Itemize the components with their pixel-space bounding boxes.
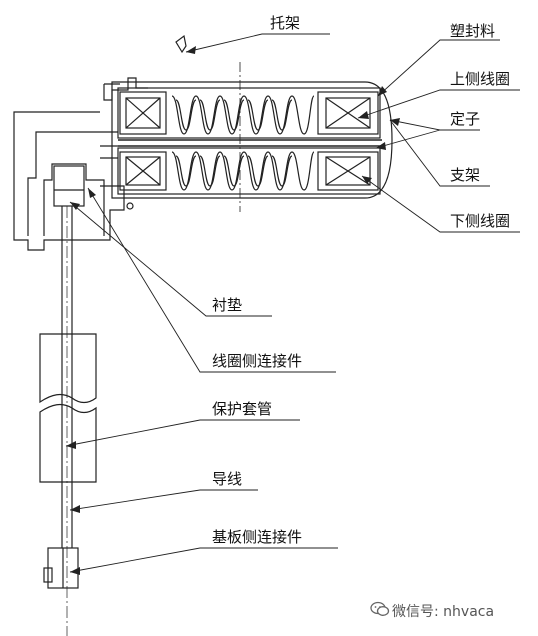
housing-outline (13, 111, 125, 251)
bracket-tab (103, 77, 148, 101)
label-protective-sleeve: 保护套管 (212, 400, 273, 418)
protective-sleeve-lower (39, 403, 97, 483)
arrow-stator-a (390, 118, 400, 126)
arrow-sleeve (66, 441, 76, 449)
label-support: 支架 (450, 166, 481, 184)
arrow-board-connector (70, 567, 80, 575)
liner-block (53, 165, 85, 207)
label-bracket: 托架 (270, 14, 301, 32)
arrow-liner (70, 202, 80, 210)
leader-stator-b (375, 129, 441, 149)
leader-sleeve (65, 419, 300, 447)
leader-lead-wire (69, 489, 258, 511)
arrow-upper-coil (358, 111, 369, 119)
right-upper-coil (317, 91, 379, 135)
label-stator: 定子 (450, 110, 481, 128)
housing-inner (27, 131, 100, 236)
leader-upper-coil (357, 89, 520, 119)
leader-liner (69, 201, 272, 317)
label-upper-coil: 上侧线圈 (450, 70, 511, 88)
leader-encapsulant (377, 39, 500, 97)
arrow-stator-b (376, 142, 386, 150)
label-encapsulant: 塑封料 (450, 22, 496, 40)
arrow-encapsulant (378, 86, 387, 96)
lead-assembly (39, 206, 97, 636)
arrow-lead-wire (70, 505, 80, 513)
left-upper-coil (119, 91, 167, 135)
arrowheads (66, 46, 400, 575)
motor-assembly (100, 34, 393, 212)
leader-coil-connector (87, 187, 336, 373)
left-lower-coil (119, 151, 167, 191)
leader-bracket (185, 33, 330, 53)
upper-housing (117, 87, 381, 139)
bracket-clip (175, 34, 187, 54)
protective-sleeve (39, 333, 97, 404)
label-lead-wire: 导线 (212, 470, 243, 488)
upper-flex-wave (171, 95, 315, 135)
arrow-lower-coil (362, 176, 372, 184)
label-lower-coil: 下侧线圈 (450, 212, 511, 230)
lower-flex-wave-inner (175, 155, 293, 187)
label-coil-connector: 线圈侧连接件 (212, 352, 303, 370)
arrow-coil-connector (88, 188, 96, 198)
label-liner: 衬垫 (212, 296, 243, 314)
leader-lines (65, 33, 520, 573)
label-board-connector: 基板侧连接件 (212, 528, 303, 546)
board-connector-pin (43, 567, 53, 583)
arrow-bracket (186, 46, 196, 54)
lower-housing (117, 147, 381, 195)
support-pin (126, 202, 134, 210)
leader-board-connector (69, 547, 338, 573)
lower-flex-wave (171, 151, 315, 191)
wechat-icon (370, 601, 390, 616)
encapsulant-outline (111, 81, 393, 199)
leader-lower-coil (361, 175, 520, 233)
housing-step (43, 163, 105, 236)
connector-housing (13, 111, 125, 251)
leader-support (389, 119, 490, 187)
watermark-text: 微信号: nhvaca (392, 604, 495, 620)
right-lower-coil (317, 151, 379, 191)
upper-flex-wave-inner (175, 99, 293, 131)
